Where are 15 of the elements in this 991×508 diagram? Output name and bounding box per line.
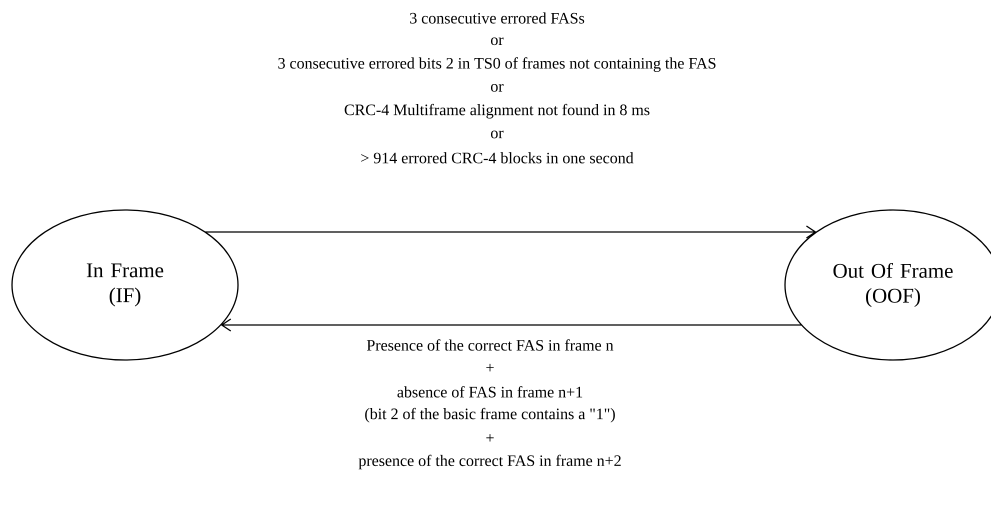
arrow <box>220 318 802 332</box>
edge-label: or <box>490 130 504 138</box>
edge-label: + <box>486 434 494 442</box>
edge-label: or <box>490 37 504 46</box>
edge-label: + <box>486 364 494 372</box>
edge-label: > 914 errored CRC-4 blocks in one second <box>361 152 634 164</box>
edge-label: or <box>490 84 504 92</box>
edge-label: absence of FAS in frame n+1 <box>397 386 582 398</box>
edge-label: Presence of the correct FAS in frame n <box>366 339 614 351</box>
arrow <box>205 225 817 239</box>
edge-label: 3 consecutive errored FASs <box>410 12 584 24</box>
edge-label: (bit 2 of the basic frame contains a "1") <box>365 408 615 422</box>
edge-label: presence of the correct FAS in frame n+2 <box>358 454 621 470</box>
edge-label: 3 consecutive errored bits 2 in TS0 of frames not containing the FAS <box>278 57 716 72</box>
edge-label: CRC-4 Multiframe alignment not found in 8 ms <box>344 104 650 119</box>
